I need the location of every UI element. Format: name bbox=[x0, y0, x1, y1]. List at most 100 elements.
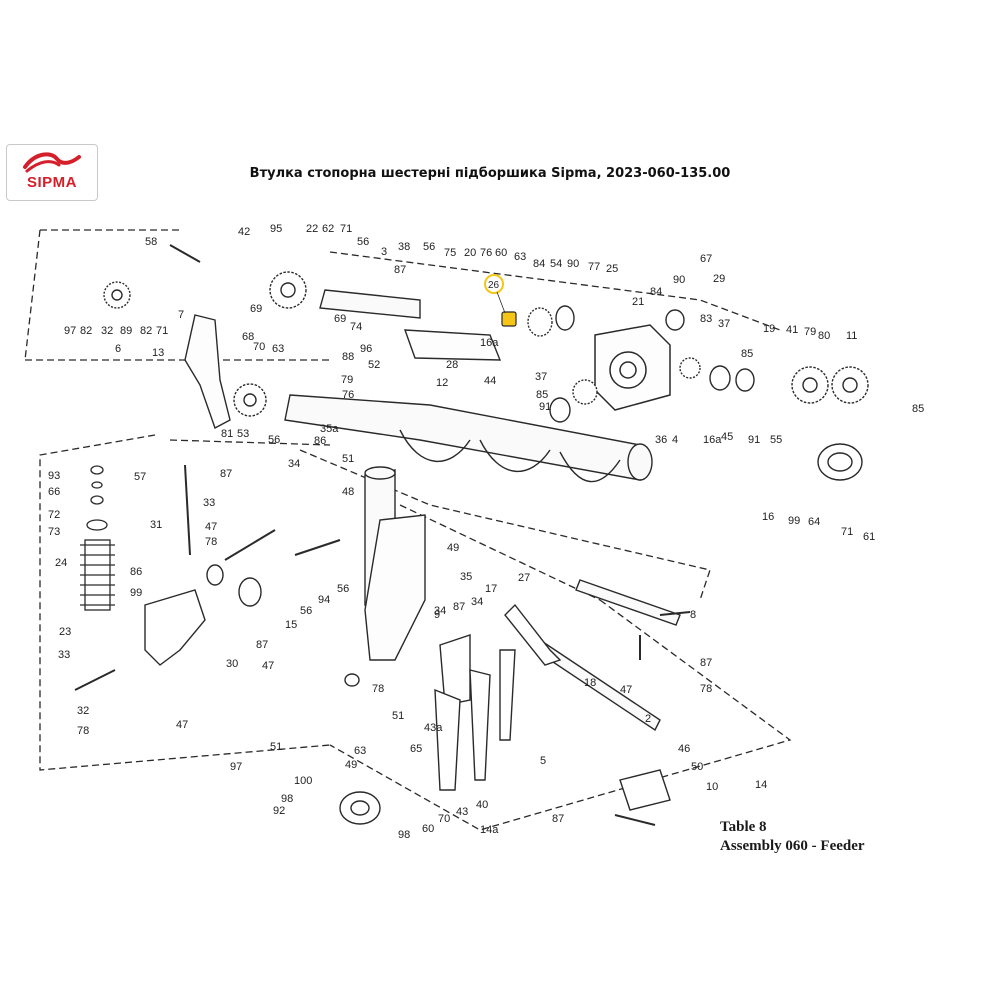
part-label-44: 44 bbox=[484, 375, 496, 387]
part-label-84: 84 bbox=[650, 286, 662, 298]
part-label-51: 51 bbox=[392, 710, 404, 722]
part-label-11: 11 bbox=[846, 330, 857, 342]
roller-30 bbox=[238, 577, 262, 607]
part-label-19: 19 bbox=[763, 323, 775, 335]
part-label-65: 65 bbox=[410, 743, 422, 755]
bevel-gear-90 bbox=[555, 305, 575, 331]
part-label-75: 75 bbox=[444, 247, 456, 259]
part-label-56: 56 bbox=[357, 236, 369, 248]
part-label-43a: 43a bbox=[424, 722, 443, 734]
part-label-16a: 16a bbox=[480, 337, 499, 349]
part-label-79: 79 bbox=[804, 326, 816, 338]
bearing-84 bbox=[665, 309, 685, 331]
part-label-82: 82 bbox=[80, 325, 92, 337]
part-label-99: 99 bbox=[130, 587, 142, 599]
part-label-9: 9 bbox=[434, 609, 440, 621]
part-label-50: 50 bbox=[691, 761, 703, 773]
highlighted-part-26[interactable]: 26 bbox=[484, 274, 517, 327]
part-label-66: 66 bbox=[48, 486, 60, 498]
part-label-33: 33 bbox=[203, 497, 215, 509]
part-label-8: 8 bbox=[690, 609, 696, 621]
part-label-87: 87 bbox=[700, 657, 712, 669]
part-label-85: 85 bbox=[741, 348, 753, 360]
part-label-82: 82 bbox=[140, 325, 152, 337]
part-label-20: 20 bbox=[464, 247, 476, 259]
logo-text: SIPMA bbox=[26, 174, 77, 191]
sipma-logo-mark-icon bbox=[23, 152, 81, 173]
part-label-23: 23 bbox=[59, 626, 71, 638]
auger-flight-3 bbox=[559, 451, 621, 483]
collar-91 bbox=[549, 397, 571, 423]
part-label-17: 17 bbox=[485, 583, 497, 595]
part-label-36: 36 bbox=[655, 434, 667, 446]
part-label-69: 69 bbox=[250, 303, 262, 315]
part-label-95: 95 bbox=[270, 223, 282, 235]
part-label-71: 71 bbox=[841, 526, 853, 538]
part-label-56: 56 bbox=[300, 605, 312, 617]
roller-30b bbox=[206, 564, 224, 586]
part-label-37: 37 bbox=[535, 371, 547, 383]
part-label-18: 18 bbox=[584, 677, 596, 689]
part-label-62: 62 bbox=[322, 223, 334, 235]
part-label-52: 52 bbox=[368, 359, 380, 371]
part-label-87: 87 bbox=[256, 639, 268, 651]
part-label-31: 31 bbox=[150, 519, 162, 531]
caption-table: Table 8 bbox=[720, 819, 767, 835]
part-label-98: 98 bbox=[398, 829, 410, 841]
part-label-4: 4 bbox=[672, 434, 678, 446]
part-label-74: 74 bbox=[350, 321, 362, 333]
part-label-78: 78 bbox=[77, 725, 89, 737]
feeder-tube bbox=[284, 394, 641, 481]
part-label-100: 100 bbox=[294, 775, 312, 787]
part-label-47: 47 bbox=[262, 660, 274, 672]
part-label-34: 34 bbox=[471, 596, 483, 608]
part-label-3: 3 bbox=[381, 246, 387, 258]
part-label-78: 78 bbox=[700, 683, 712, 695]
part-label-69: 69 bbox=[334, 313, 346, 325]
part-label-78: 78 bbox=[372, 683, 384, 695]
part-label-53: 53 bbox=[237, 428, 249, 440]
bracket-plate bbox=[184, 314, 502, 661]
part-label-71: 71 bbox=[156, 325, 168, 337]
part-label-84: 84 bbox=[533, 258, 545, 270]
part-label-63: 63 bbox=[354, 745, 366, 757]
part-label-49: 49 bbox=[447, 542, 459, 554]
part-label-67: 67 bbox=[700, 253, 712, 265]
part-label-72: 72 bbox=[48, 509, 60, 521]
part-label-71: 71 bbox=[340, 223, 352, 235]
part-label-10: 10 bbox=[706, 781, 718, 793]
part-label-48: 48 bbox=[342, 486, 354, 498]
part-label-76: 76 bbox=[480, 247, 492, 259]
callout-26-label: 26 bbox=[488, 280, 500, 291]
part-label-88: 88 bbox=[342, 351, 354, 363]
part-label-12: 12 bbox=[436, 377, 448, 389]
part-label-94: 94 bbox=[318, 594, 330, 606]
bearing-85 bbox=[709, 365, 731, 391]
part-label-45: 45 bbox=[721, 431, 733, 443]
part-label-85: 85 bbox=[912, 403, 924, 415]
part-label-32: 32 bbox=[101, 325, 113, 337]
part-label-29: 29 bbox=[713, 273, 725, 285]
caption: Table 8 Assembly 060 - Feeder bbox=[720, 818, 980, 856]
part-label-60: 60 bbox=[495, 247, 507, 259]
part-label-33: 33 bbox=[58, 649, 70, 661]
part-label-13: 13 bbox=[152, 347, 164, 359]
part-label-56: 56 bbox=[423, 241, 435, 253]
part-label-22: 22 bbox=[306, 223, 318, 235]
part-label-91: 91 bbox=[748, 434, 760, 446]
part-label-90: 90 bbox=[673, 274, 685, 286]
part-label-97: 97 bbox=[64, 325, 76, 337]
part-label-2: 2 bbox=[645, 713, 651, 725]
part-label-47: 47 bbox=[205, 521, 217, 533]
part-label-38: 38 bbox=[398, 241, 410, 253]
auger-flight-1 bbox=[399, 429, 471, 463]
part-label-78: 78 bbox=[205, 536, 217, 548]
gear-37 bbox=[572, 379, 598, 405]
part-label-30: 30 bbox=[226, 658, 238, 670]
part-label-55: 55 bbox=[770, 434, 782, 446]
part-label-47: 47 bbox=[620, 684, 632, 696]
part-label-63: 63 bbox=[514, 251, 526, 263]
part-label-80: 80 bbox=[818, 330, 830, 342]
part-label-54: 54 bbox=[550, 258, 562, 270]
